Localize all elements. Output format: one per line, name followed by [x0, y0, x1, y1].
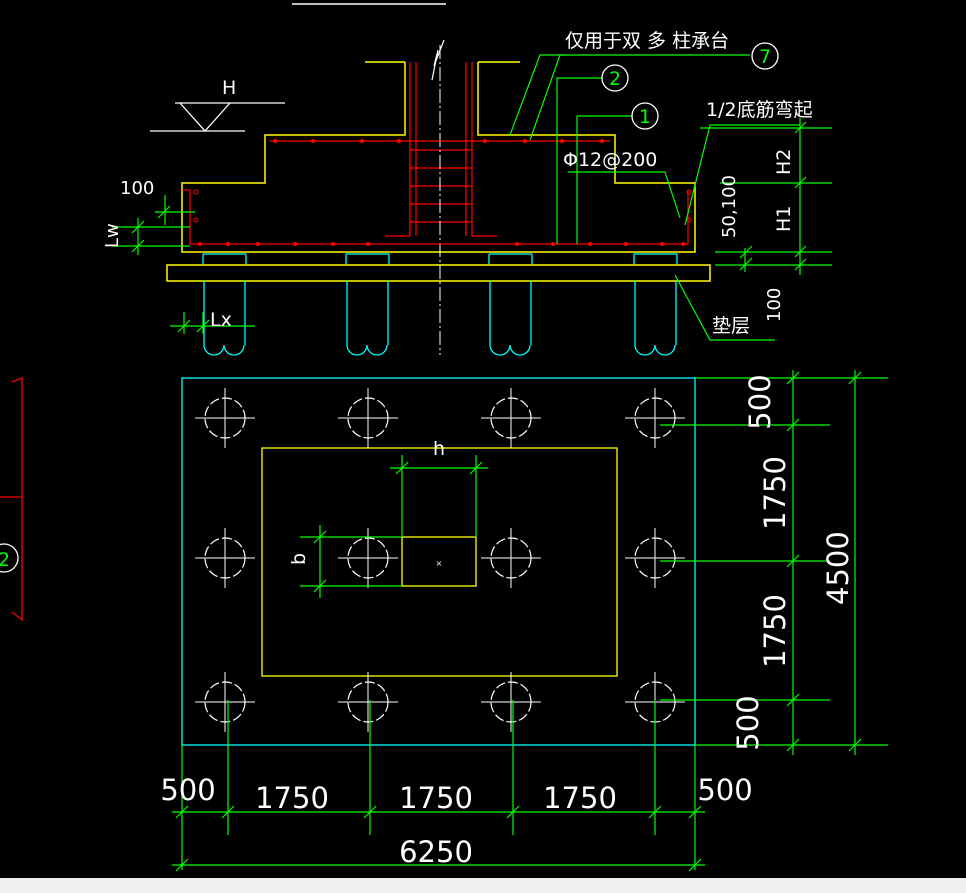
pile-symbol [195, 672, 255, 732]
callout-1: 1 [639, 106, 651, 128]
callout-2: 2 [609, 68, 621, 90]
section-marker-left: 2 [0, 377, 23, 622]
note-half-bend: 1/2底筋弯起 [706, 99, 813, 121]
dim-right-3: 500 [731, 695, 765, 750]
svg-text:×: × [436, 559, 443, 568]
dim-lw: Lw [102, 223, 123, 248]
bottom-strip [0, 878, 966, 893]
dim-h1: H1 [773, 206, 795, 232]
pile-symbol [338, 672, 398, 732]
side-marker-callout: 2 [0, 549, 10, 571]
dim-lx: Lx [210, 309, 232, 331]
note-double-column: 仅用于双 多 柱承台 [565, 30, 729, 52]
callout-2-circle [601, 64, 629, 92]
pile-symbol [338, 528, 398, 588]
callout-7: 7 [759, 46, 771, 68]
pile-symbol [481, 528, 541, 588]
step-outline [261, 447, 618, 677]
level-mark-label: H [222, 77, 236, 99]
plan-view: × h b [160, 370, 888, 872]
pile-symbol [625, 528, 685, 588]
pile-symbol [625, 388, 685, 448]
dim-h: h [433, 438, 445, 460]
dim-bottom-4: 500 [697, 773, 752, 807]
dim-h2: H2 [773, 149, 795, 175]
section-view: H 100 Lw Lx [102, 3, 832, 356]
callout-1-circle [631, 102, 659, 130]
pile-symbol [195, 388, 255, 448]
dim-bottom-1: 1750 [255, 781, 329, 815]
piles-section [202, 253, 678, 356]
callout-7-circle [751, 42, 779, 70]
dim-right-total: 4500 [821, 531, 855, 605]
dim-b: b [288, 553, 310, 565]
dim-50-100: 50,100 [719, 175, 740, 238]
column-outline [401, 536, 477, 587]
pile-symbol [481, 388, 541, 448]
dim-bottom-0: 500 [160, 773, 215, 807]
dim-right-2: 1750 [758, 594, 792, 668]
rebar-spec: Φ12@200 [563, 149, 657, 171]
cap-rebar [182, 140, 689, 245]
pile-cap-outline [181, 62, 696, 253]
column-rebar [385, 62, 497, 237]
dim-right-0: 500 [743, 374, 777, 429]
dim-bottom-3: 1750 [543, 781, 617, 815]
dim-right-1: 1750 [758, 456, 792, 530]
pile-symbol [481, 672, 541, 732]
cushion-layer [166, 264, 711, 282]
piles-plan [195, 388, 685, 732]
cushion-label: 垫层 [712, 315, 750, 337]
dim-bottom-total: 6250 [399, 835, 473, 869]
dim-100-bottom: 100 [764, 288, 785, 322]
dim-bottom-2: 1750 [399, 781, 473, 815]
dim-100-top: 100 [120, 178, 154, 199]
level-mark [150, 102, 285, 132]
pile-symbol [195, 528, 255, 588]
pile-symbol [338, 388, 398, 448]
